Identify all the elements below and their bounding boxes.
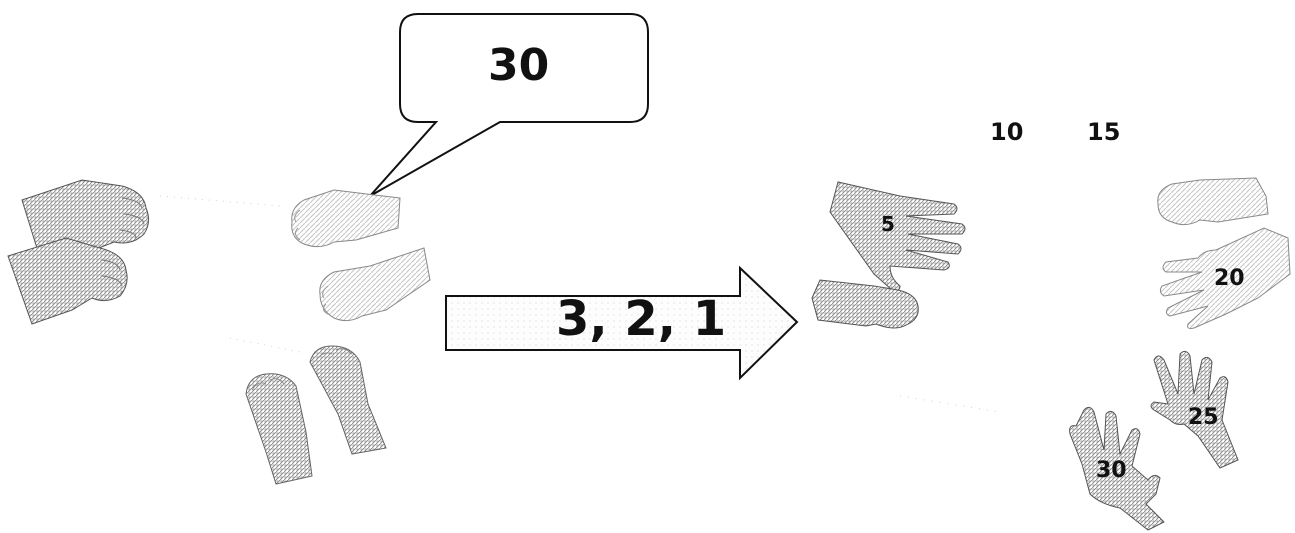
count-label-25: 25: [1188, 405, 1219, 430]
fist-icon: [811, 279, 919, 329]
speech-bubble: [369, 13, 649, 197]
arrow-countdown-text: 3, 2, 1: [556, 291, 727, 347]
count-label-20: 20: [1214, 266, 1245, 291]
dotted-trail: [159, 195, 301, 353]
fist-icon: [291, 189, 401, 248]
fist-icon: [309, 345, 387, 455]
countdown-arrow: [445, 265, 799, 381]
fist-icon: [1157, 177, 1269, 226]
speech-bubble-text: 30: [488, 40, 550, 91]
fist-icon: [319, 247, 431, 322]
fist-icon: [21, 179, 150, 259]
count-label-15: 15: [1087, 118, 1121, 146]
open-hand-icon: [1159, 227, 1291, 329]
fist-icon: [245, 373, 313, 485]
count-label-10: 10: [990, 118, 1024, 146]
fist-icon: [7, 237, 128, 325]
open-hand-icon: [1069, 406, 1165, 531]
dotted-trail: [899, 395, 1001, 413]
open-hand-icon: [829, 181, 966, 291]
count-label-5: 5: [881, 212, 895, 236]
count-label-30: 30: [1096, 458, 1127, 483]
open-hand-icon: [1150, 350, 1239, 469]
